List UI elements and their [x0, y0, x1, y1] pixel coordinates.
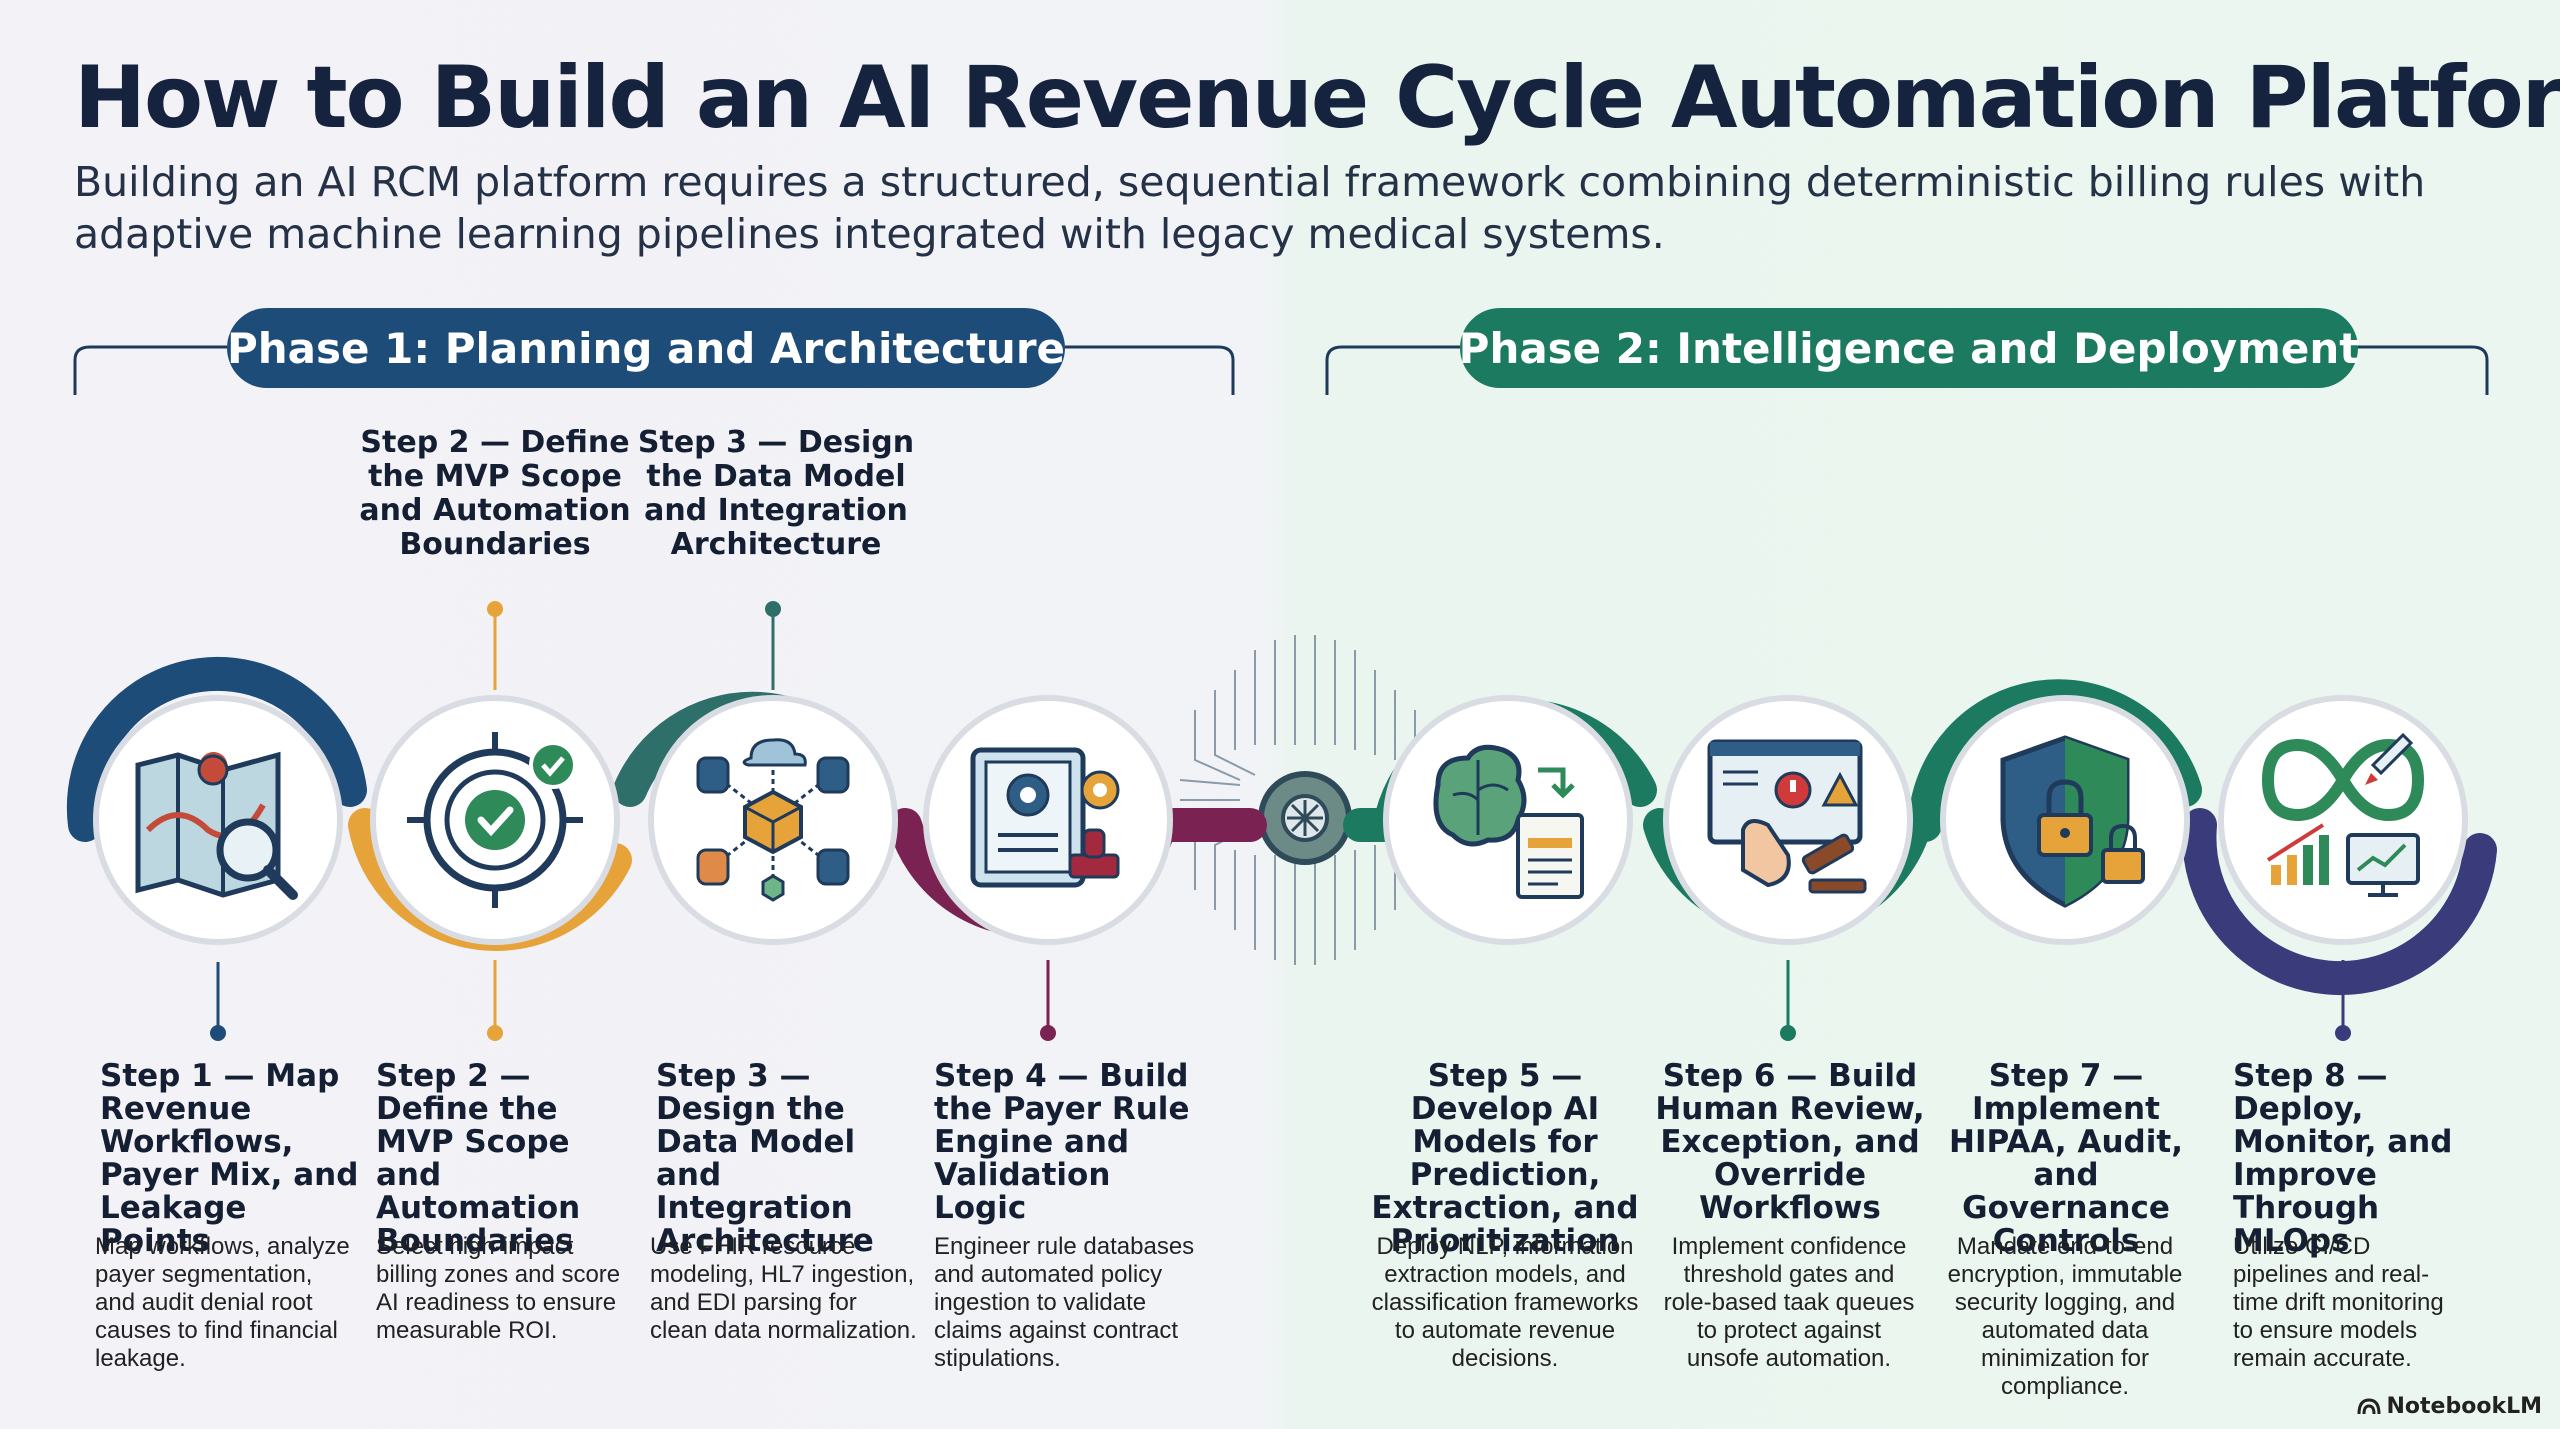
- step4-desc: Engineer rule databases and automated po…: [934, 1233, 1195, 1372]
- credit-text: NotebookLM: [2386, 1394, 2542, 1419]
- step3-title: Step 3 — Design the Data Model and Integ…: [656, 1058, 874, 1259]
- top-label-step2: Step 2 — Define the MVP Scope and Automa…: [359, 425, 631, 562]
- phase1-bracket: [73, 345, 1235, 395]
- phase-1-label: Phase 1: Planning and Architecture: [227, 308, 1065, 388]
- step8-desc: Utilize CI/CD pipelines and real-time dr…: [2233, 1233, 2444, 1372]
- step7-title: Step 7 — Implement HIPAA, Audit, and Gov…: [1949, 1058, 2183, 1259]
- step5-title: Step 5 — Develop AI Models for Predictio…: [1371, 1058, 1639, 1259]
- data-network-icon: [696, 738, 850, 902]
- brain-document-icon: [1433, 744, 1584, 899]
- credit-badge: NotebookLM: [2357, 1394, 2542, 1419]
- step4-title: Step 4 — Build the Payer Rule Engine and…: [934, 1058, 1190, 1226]
- step6-title: Step 6 — Build Human Review, Exception, …: [1655, 1058, 1925, 1226]
- notebooklm-logo-icon: [2357, 1397, 2381, 1414]
- rulebook-gear-icon: [970, 747, 1120, 888]
- step7-desc: Mandate end-to-end encryption, immutable…: [1947, 1233, 2183, 1400]
- shield-lock-icon: [2000, 735, 2145, 908]
- page-title: How to Build an AI Revenue Cycle Automat…: [74, 48, 2560, 148]
- map-search-icon: [135, 751, 298, 900]
- step1-desc: Map workflows, analyze payer segmentatio…: [95, 1233, 350, 1372]
- step3-desc: Use FHIR resource modeling, HL7 ingestio…: [650, 1233, 917, 1344]
- step1-title: Step 1 — Map Revenue Workflows, Payer Mi…: [100, 1058, 359, 1259]
- step2-desc: Select high-impact billing zones and sco…: [376, 1233, 621, 1344]
- step5-desc: Deploy NLP, information extraction model…: [1371, 1233, 1639, 1372]
- step8-title: Step 8 — Deploy, Monitor, and Improve Th…: [2233, 1058, 2453, 1259]
- step8-circle: [2218, 695, 2468, 945]
- phase2-bracket: [1325, 345, 2489, 395]
- top-label-step3: Step 3 — Design the Data Model and Integ…: [637, 425, 915, 562]
- review-gavel-icon: [1707, 739, 1867, 894]
- step6-desc: Implement confidence threshold gates and…: [1663, 1233, 1915, 1372]
- target-check-icon: [407, 732, 583, 908]
- step2-title: Step 2 — Define the MVP Scope and Automa…: [376, 1058, 581, 1259]
- phase-2-label: Phase 2: Intelligence and Deployment: [1459, 308, 2359, 388]
- page-subtitle: Building an AI RCM platform requires a s…: [74, 158, 2426, 258]
- infinity-rocket-icon: [2261, 732, 2425, 897]
